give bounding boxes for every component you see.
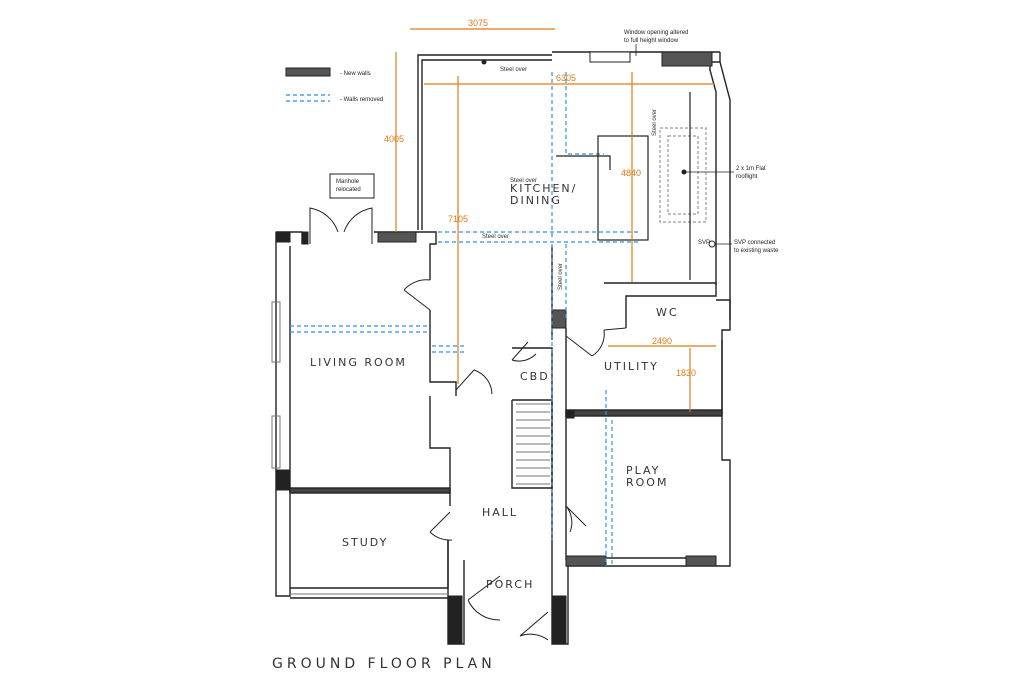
dim-1830: 1830 bbox=[676, 368, 696, 378]
living-study-wall bbox=[289, 487, 451, 494]
kitchen-island bbox=[597, 135, 649, 241]
rooflight-outer bbox=[659, 127, 707, 223]
porch-pier-right bbox=[551, 595, 567, 645]
dim-2490: 2490 bbox=[652, 336, 672, 346]
walls bbox=[275, 51, 731, 645]
manhole-note: Manhole relocated bbox=[329, 173, 375, 199]
living-hall-wall-2 bbox=[429, 396, 451, 506]
stair-treads bbox=[516, 403, 550, 485]
porch-pier-left bbox=[447, 595, 463, 645]
windows bbox=[271, 301, 448, 595]
dimension-lines bbox=[395, 28, 716, 412]
kitchen-label-line2: DINING bbox=[510, 194, 562, 207]
extension-right-wall bbox=[709, 52, 721, 285]
new-wall-block-4 bbox=[551, 309, 567, 329]
extension-left-wall-inner bbox=[421, 59, 552, 230]
manhole-label-line2: relocated bbox=[336, 187, 361, 193]
hall-label: HALL bbox=[482, 506, 518, 519]
steel-over-kitchen: Steel over bbox=[510, 178, 537, 184]
svp-note-line2: to existing waste bbox=[734, 248, 779, 254]
steel-over-right: Steel over bbox=[652, 109, 658, 136]
wc-top-wall bbox=[604, 282, 717, 328]
cbd-door bbox=[511, 341, 537, 362]
porch-label: PORCH bbox=[486, 578, 534, 591]
wc-door bbox=[603, 327, 627, 331]
kitchen-features bbox=[556, 92, 707, 280]
playroom-right-wall bbox=[716, 340, 731, 567]
porch-door bbox=[467, 575, 501, 621]
dim-6305: 6305 bbox=[556, 73, 576, 83]
legend: - New walls - Walls removed bbox=[285, 67, 383, 103]
rooflight-note-line1: 2 x 1m Flat bbox=[736, 166, 766, 172]
cbd-label: CBD bbox=[520, 370, 550, 383]
utility-label: UTILITY bbox=[604, 360, 659, 373]
new-wall-block-3 bbox=[589, 51, 631, 63]
living-window bbox=[271, 301, 281, 363]
rooflight-note-line2: rooflight bbox=[736, 174, 758, 180]
svp-label: SVP bbox=[698, 240, 710, 246]
kitchen-unit-left bbox=[556, 155, 611, 170]
steel-over-middle: Steel over bbox=[482, 234, 509, 240]
existing-block-left-2 bbox=[275, 469, 291, 491]
new-wall-block-5 bbox=[685, 555, 717, 567]
removed-walls bbox=[290, 72, 640, 566]
extension-right-wall-outer bbox=[719, 61, 731, 320]
dim-3075: 3075 bbox=[468, 18, 488, 28]
playroom-label-line2: ROOM bbox=[626, 476, 668, 489]
garden-door-left bbox=[309, 207, 339, 244]
annotations: Window opening altered to full height wi… bbox=[481, 30, 779, 290]
steel-over-marker-top bbox=[481, 59, 487, 65]
legend-new-wall-swatch bbox=[285, 67, 331, 77]
utility-door bbox=[565, 329, 605, 357]
manhole-label-line1: Manhole bbox=[336, 179, 360, 185]
window-note-line1: Window opening altered bbox=[624, 30, 688, 36]
pier-1 bbox=[301, 231, 309, 245]
removed-wall-d bbox=[565, 72, 604, 155]
manhole-box bbox=[329, 173, 375, 199]
dim-4840: 4840 bbox=[621, 168, 641, 178]
new-wall-block-6 bbox=[565, 555, 607, 567]
playroom-door bbox=[565, 505, 587, 533]
existing-block-left-1 bbox=[275, 231, 291, 243]
new-wall-block-2 bbox=[661, 51, 713, 67]
house-left-wall bbox=[275, 232, 291, 597]
living-window-2 bbox=[271, 415, 281, 469]
room-labels: KITCHEN/ DINING LIVING ROOM STUDY HALL P… bbox=[310, 182, 679, 591]
porch-front-door bbox=[519, 611, 549, 641]
utility-wall-new bbox=[565, 409, 723, 417]
dimension-labels: 3075 6305 4005 7105 4840 2490 1830 bbox=[384, 18, 696, 378]
dim-4005: 4005 bbox=[384, 134, 404, 144]
utility-right-wall bbox=[716, 299, 731, 410]
window-note-line2: to full height window bbox=[624, 38, 679, 44]
legend-new-walls-label: - New walls bbox=[340, 71, 371, 77]
rooflight-inner bbox=[667, 135, 699, 215]
new-wall-block-1 bbox=[377, 231, 417, 243]
legend-walls-removed-label: - Walls removed bbox=[340, 97, 383, 103]
study-door bbox=[429, 511, 453, 541]
svp-note-line1: SVP connected bbox=[734, 240, 775, 246]
living-room-label: LIVING ROOM bbox=[310, 356, 407, 369]
plan-title: GROUND FLOOR PLAN bbox=[272, 656, 496, 672]
hall-door-1 bbox=[455, 369, 493, 395]
kitchen-label-line1: KITCHEN/ bbox=[510, 182, 577, 195]
extension-left-wall bbox=[417, 54, 552, 230]
dim-7105: 7105 bbox=[448, 214, 468, 224]
steel-over-vertical: Steel over bbox=[558, 263, 564, 290]
staircase-outline bbox=[511, 399, 553, 489]
pier-2 bbox=[565, 409, 575, 419]
playroom-label-line1: PLAY bbox=[626, 464, 660, 477]
doors bbox=[309, 207, 627, 641]
steel-over-top: Steel over bbox=[500, 67, 527, 73]
living-door bbox=[403, 279, 431, 311]
wc-label: WC bbox=[656, 306, 679, 319]
study-label: STUDY bbox=[342, 536, 388, 549]
living-hall-wall bbox=[429, 310, 457, 396]
garden-door-right bbox=[343, 207, 373, 244]
new-walls bbox=[275, 51, 717, 645]
